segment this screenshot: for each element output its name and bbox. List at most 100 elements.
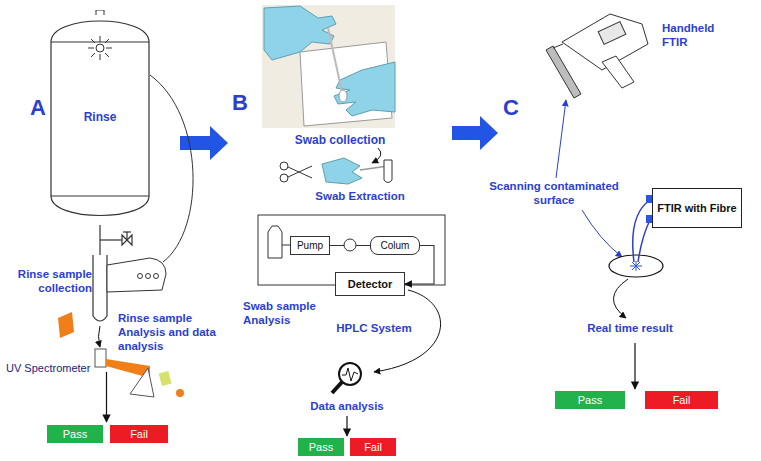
node-text: Rinse xyxy=(84,111,117,125)
handheld-ftir xyxy=(602,56,634,88)
outlet-pipe xyxy=(126,232,127,240)
spray-burst xyxy=(105,53,109,57)
swab-collection-picture xyxy=(339,90,347,102)
magnifier xyxy=(339,363,361,385)
spray-burst xyxy=(88,48,94,49)
node-text: Pump xyxy=(297,240,323,252)
hand xyxy=(107,258,166,292)
pass-box: Pass xyxy=(47,425,103,443)
pass-box: Pass xyxy=(555,391,625,409)
result-curve xyxy=(613,279,628,318)
rinse-vessel: Rinse xyxy=(50,10,150,225)
scan-arrow xyxy=(582,210,622,257)
sample-arrow xyxy=(99,326,101,347)
swab-collection-picture xyxy=(328,28,342,92)
swab-extraction-picture xyxy=(280,162,288,170)
swab-extraction-picture xyxy=(384,160,392,183)
handheld-ftir xyxy=(598,22,626,45)
step-label: Rinse sample collection xyxy=(8,268,92,296)
swab-collection-picture xyxy=(334,62,395,116)
hand xyxy=(107,258,166,292)
fibre-cable xyxy=(633,200,650,262)
swab-arrow xyxy=(372,148,381,163)
node-text: Pass xyxy=(309,441,333,454)
sample-arrow xyxy=(99,326,101,347)
outlet-pipe xyxy=(100,225,132,256)
fail-box: Fail xyxy=(645,391,718,409)
step-label: Rinse sample Analysis and data analysis xyxy=(118,312,228,353)
sample-tube xyxy=(93,255,107,321)
instrument-label: UV Spectrometer xyxy=(6,362,92,375)
sample-line xyxy=(150,75,193,262)
uv-spectrometer xyxy=(58,312,74,338)
scan-arrow xyxy=(556,100,622,257)
swab-collection-picture xyxy=(262,5,395,128)
panel-arrow xyxy=(180,126,228,160)
spray-burst xyxy=(100,36,101,42)
hplc-frame xyxy=(268,226,282,258)
fibre-cable xyxy=(638,220,650,262)
outlet-pipe xyxy=(100,239,122,240)
node-text: FTIR with Fibre xyxy=(657,202,736,215)
result-curve xyxy=(613,279,628,318)
node-text: Pass xyxy=(578,394,602,407)
sample-line xyxy=(150,75,193,262)
spray-burst xyxy=(88,36,112,60)
step-label: Real time result xyxy=(570,322,690,336)
step-label: Swab Extraction xyxy=(305,190,415,204)
uv-spectrometer xyxy=(95,349,106,367)
vessel-outline xyxy=(51,21,149,216)
outlet-pipe xyxy=(123,231,131,232)
panel-letter: C xyxy=(503,95,533,121)
result-arrow xyxy=(346,416,347,436)
magnifier xyxy=(342,368,358,381)
spot-star xyxy=(632,262,640,270)
magnifier xyxy=(332,363,361,393)
pass-box: Pass xyxy=(298,438,344,456)
node-text: Fail xyxy=(364,441,382,454)
ftir-fibre-box: FTIR with Fibre xyxy=(652,188,742,228)
uv-spectrometer xyxy=(58,312,184,397)
swab-extraction-picture xyxy=(288,166,312,177)
swab-arrow xyxy=(372,148,381,163)
node-text: Fail xyxy=(130,428,148,441)
system-label: HPLC System xyxy=(330,322,418,336)
node-text: Fail xyxy=(673,394,691,407)
result-arrow xyxy=(634,343,635,389)
uv-spectrometer xyxy=(159,371,172,386)
detector-box: Detector xyxy=(335,272,405,296)
vessel-seam xyxy=(51,10,149,196)
injector-valve xyxy=(344,239,356,251)
node-text: Colum xyxy=(381,240,410,252)
fail-box: Fail xyxy=(110,425,168,443)
injector-valve xyxy=(344,239,356,251)
step-label: Data analysis xyxy=(295,400,399,414)
uv-spectrometer xyxy=(130,368,154,397)
node-text: Pass xyxy=(63,428,87,441)
handheld-ftir xyxy=(546,14,648,98)
panel-arrow xyxy=(452,116,498,150)
pump-box: Pump xyxy=(290,236,330,255)
sample-tube xyxy=(93,255,107,321)
swab-collection-picture xyxy=(262,5,395,128)
fail-box: Fail xyxy=(350,438,396,456)
spot-star xyxy=(632,262,640,270)
hand xyxy=(154,274,159,279)
step-label: Swab sample Analysis xyxy=(243,300,327,328)
step-label: Swab collection xyxy=(280,133,400,147)
hand xyxy=(138,274,143,279)
swab-extraction-picture xyxy=(280,158,392,184)
node-text: Detector xyxy=(348,278,393,291)
panel-letter: B xyxy=(232,90,262,116)
hplc-frame xyxy=(282,245,290,246)
scan-arrow xyxy=(556,100,566,178)
handheld-ftir xyxy=(546,46,581,98)
contaminated-spot xyxy=(609,255,663,277)
result-arrow xyxy=(107,343,636,436)
step-label: Scanning contaminated surface xyxy=(484,180,624,208)
hand xyxy=(146,274,151,279)
swab-extraction-picture xyxy=(288,167,312,178)
fibre-cable xyxy=(633,200,650,262)
spray-burst xyxy=(91,53,95,57)
